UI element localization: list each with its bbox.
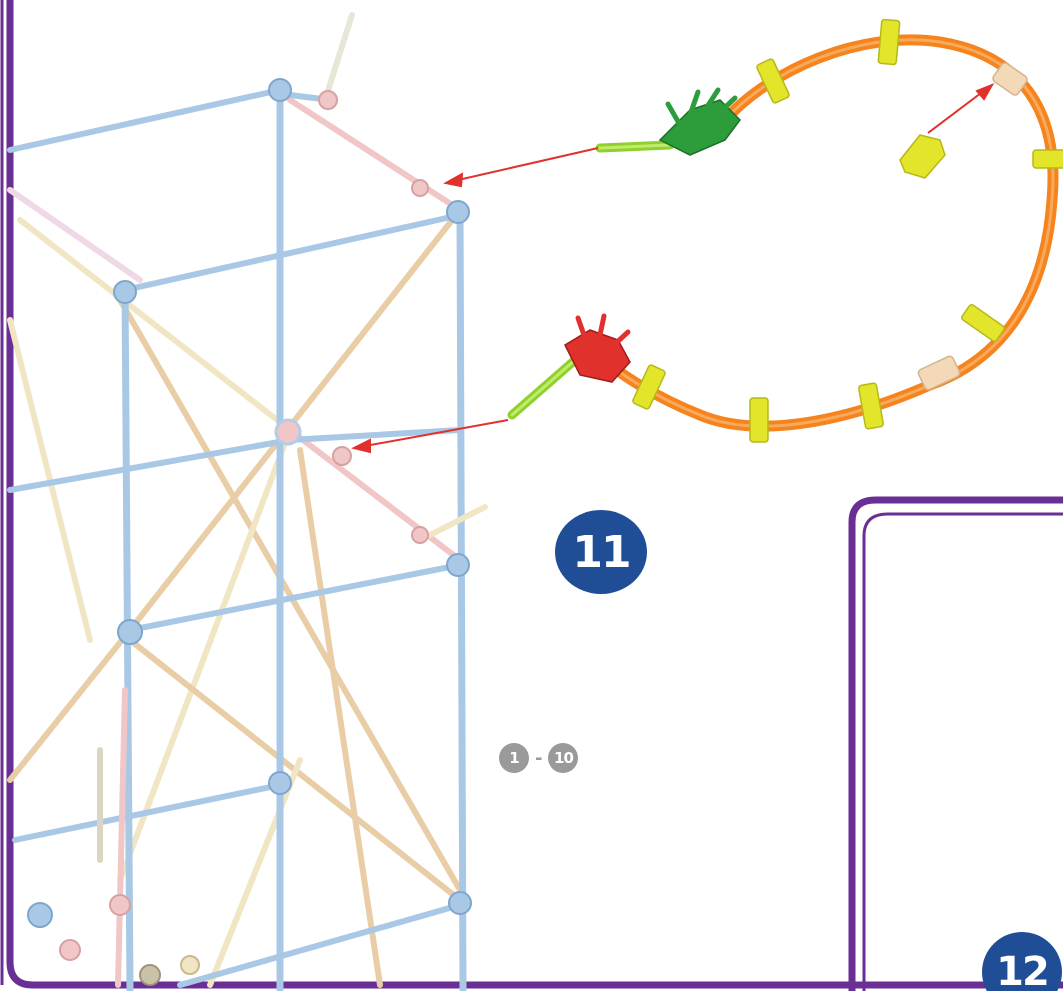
tower-connectors [27, 78, 472, 986]
loop-track-assembly [507, 18, 1063, 443]
next-step-number-badge: 12 [982, 932, 1062, 991]
track-clips [632, 18, 1063, 443]
step-number-badge: 11 [555, 510, 647, 594]
yellow-clip-part [899, 134, 946, 179]
range-start-badge: 1 [499, 743, 529, 773]
range-end-badge: 10 [548, 743, 579, 773]
repeat-range-note: 1 - 10 [499, 741, 579, 775]
rod-tower-assembly [7, 12, 488, 991]
green-connector-end [595, 87, 741, 156]
range-separator: - [535, 747, 543, 769]
accent-rods [97, 12, 488, 988]
track-joints [917, 62, 1028, 391]
right-panel-frame [848, 496, 1063, 991]
horizontal-rods [7, 87, 463, 988]
assembly-arrows [351, 83, 995, 454]
red-connector-end [507, 313, 631, 420]
